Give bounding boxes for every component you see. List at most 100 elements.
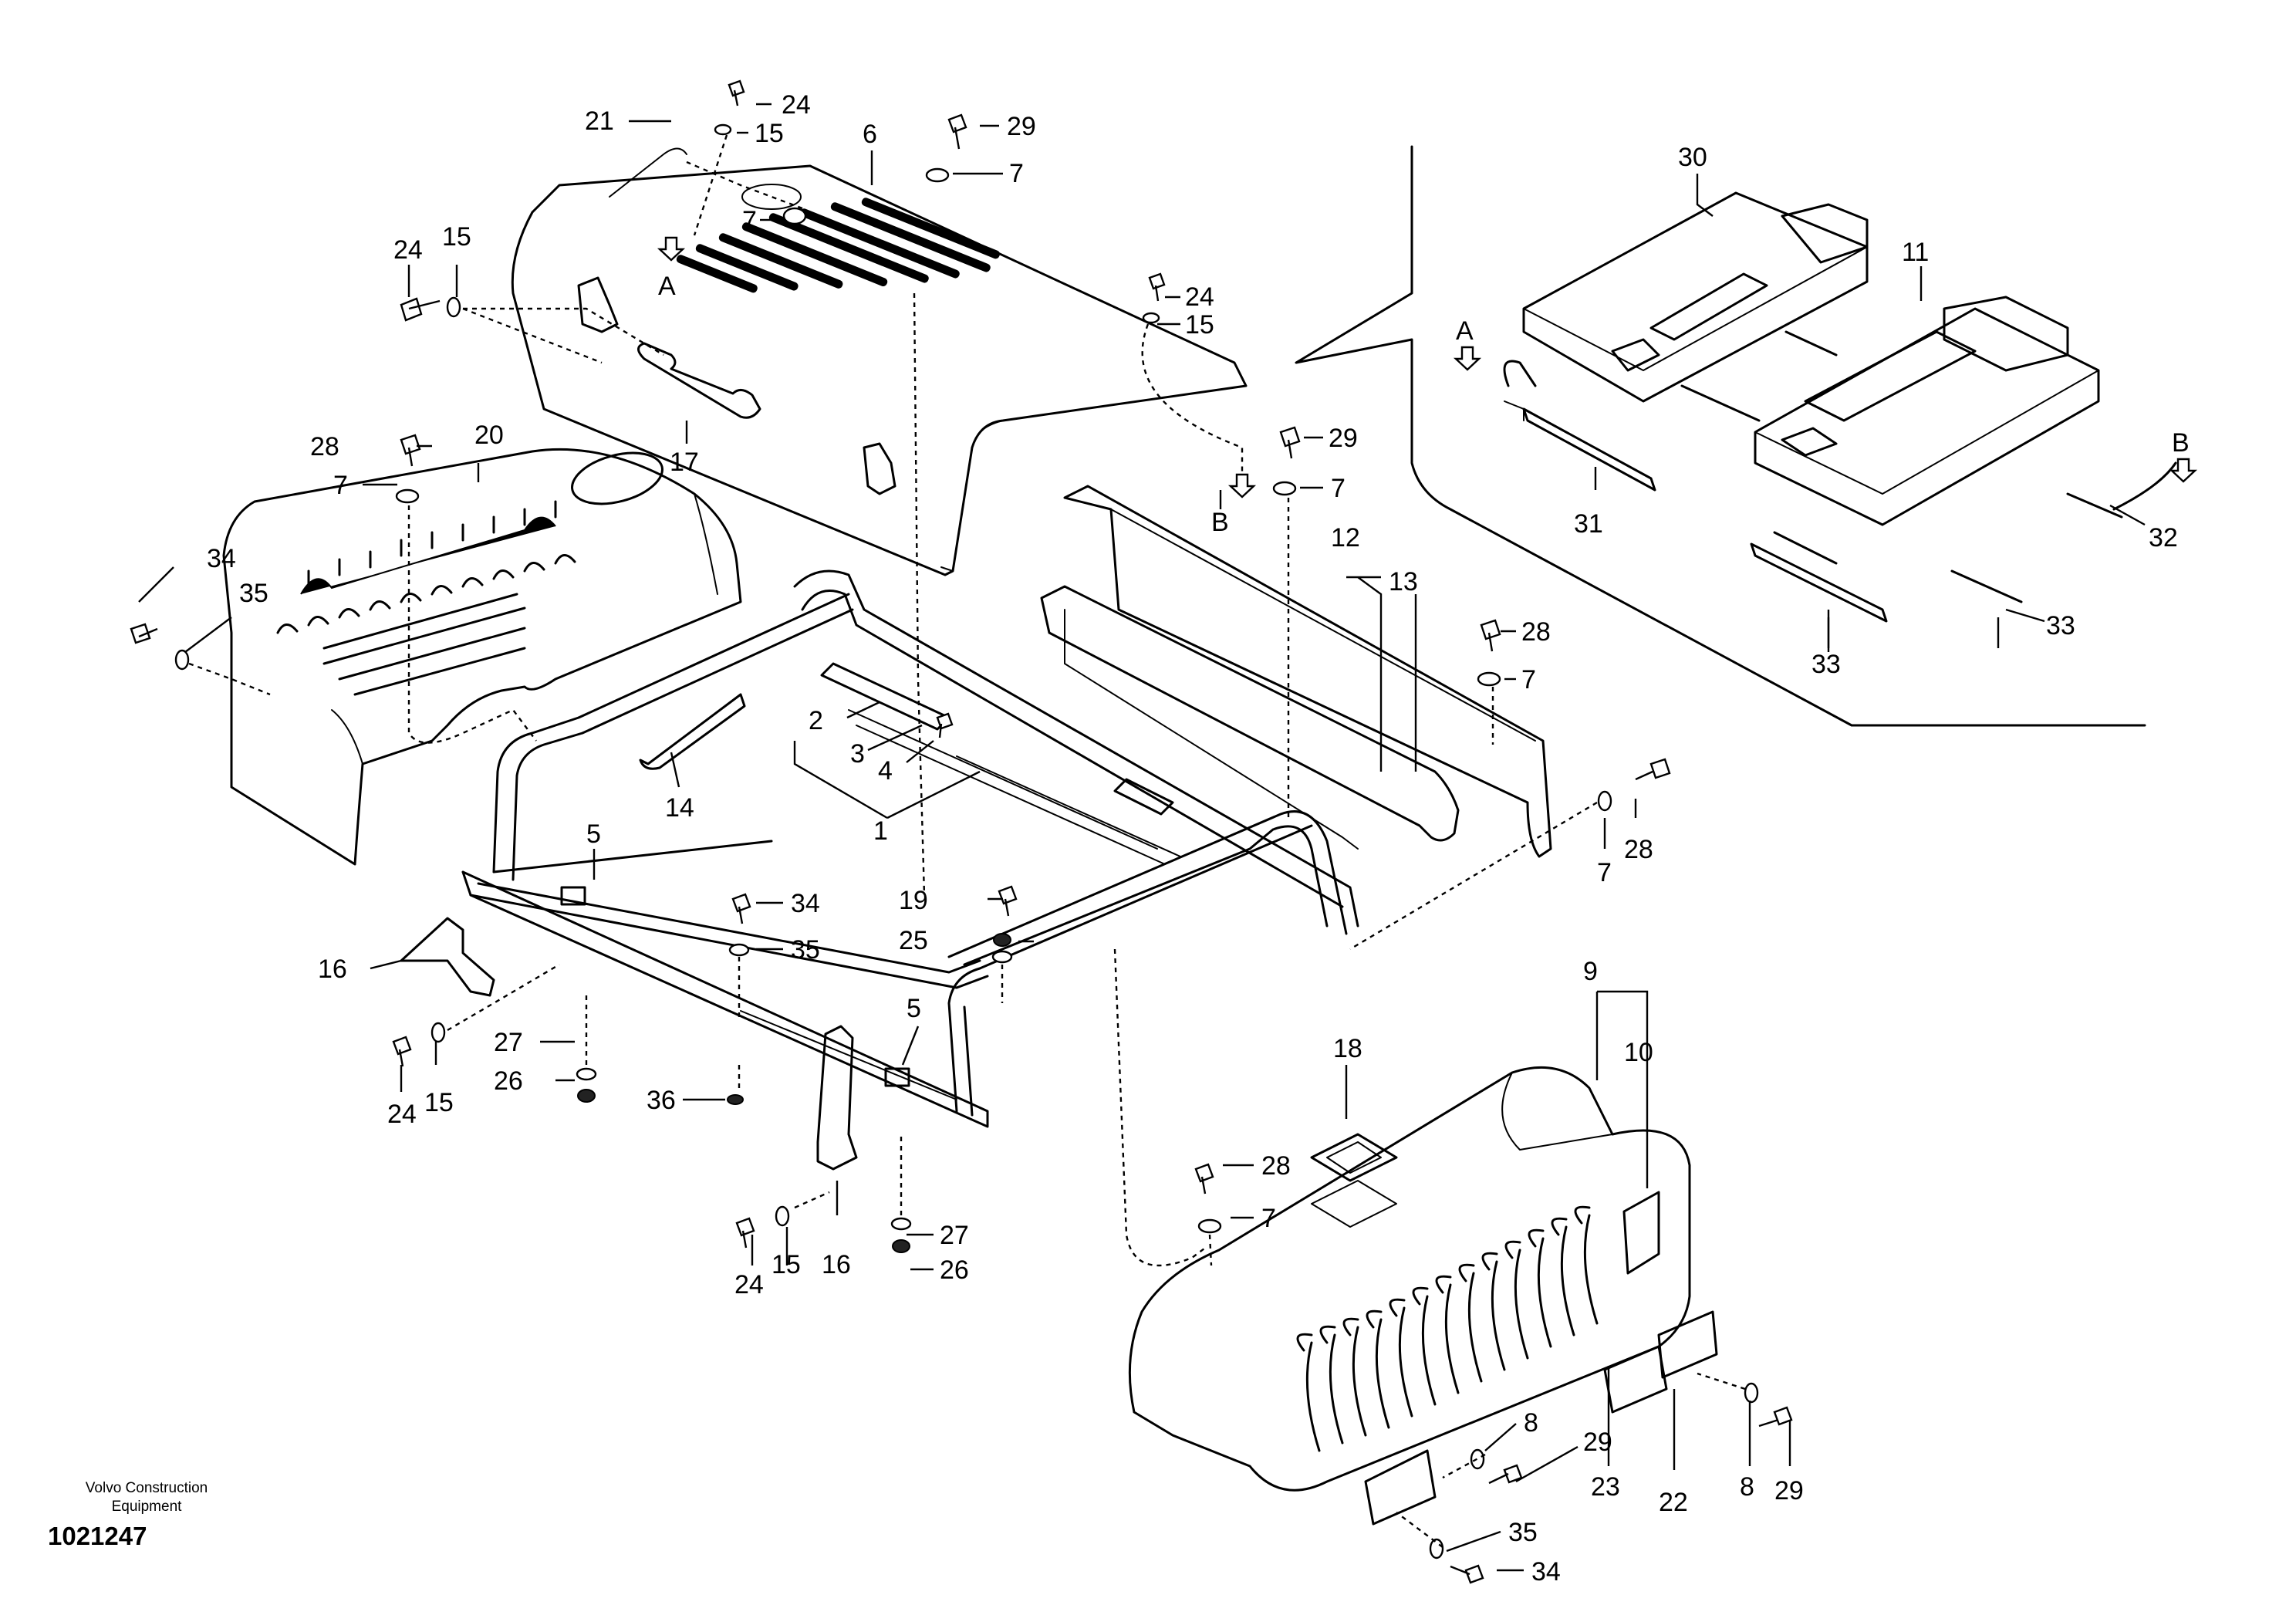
callout-label: 8	[1524, 1408, 1538, 1438]
washer-icon	[991, 950, 1013, 964]
right-side-cover	[1128, 1066, 1718, 1526]
callout-label: 18	[1333, 1034, 1362, 1063]
callout-label: 33	[1811, 650, 1841, 679]
callout-label: 10	[1624, 1038, 1653, 1067]
callout-label: 7	[1521, 665, 1536, 694]
engine-hood-cover	[511, 147, 1248, 576]
washer-icon	[728, 943, 750, 957]
callout-label: 14	[665, 793, 694, 823]
callout-label: 26	[494, 1066, 523, 1096]
washer-icon	[395, 488, 420, 504]
callout-label: 29	[1007, 112, 1036, 141]
callout-label: 21	[585, 106, 614, 136]
washer-icon	[1470, 1448, 1485, 1470]
washer-icon	[1197, 1218, 1222, 1234]
main-frame	[400, 569, 1359, 1171]
bolt-icon	[130, 623, 158, 644]
washer-icon	[892, 1239, 910, 1253]
arrow-a-icon	[657, 236, 686, 262]
callout-label: 29	[1774, 1476, 1804, 1505]
washer-icon	[430, 1022, 446, 1043]
callout-label: 17	[670, 448, 699, 477]
callout-label: A	[658, 272, 676, 301]
callout-label: 25	[899, 926, 928, 955]
callout-label: 23	[1591, 1472, 1620, 1502]
callout-label: 7	[1009, 159, 1024, 188]
callout-label: 8	[1740, 1472, 1754, 1502]
bolt-icon	[936, 712, 954, 738]
bolt-icon	[400, 297, 441, 322]
washer-icon	[1429, 1538, 1444, 1559]
bolt-icon	[947, 113, 967, 150]
washer-icon	[775, 1205, 790, 1227]
washer-icon	[1142, 312, 1160, 324]
arrow-b-icon	[1227, 473, 1257, 498]
washer-icon	[925, 167, 950, 183]
callout-label: 15	[442, 222, 471, 252]
arrow-a-inset-icon	[1453, 346, 1482, 371]
bolt-icon	[1450, 1564, 1484, 1584]
callout-label: 15	[772, 1250, 801, 1279]
hood-vent-slots	[676, 198, 1000, 293]
callout-label: 1	[873, 816, 888, 846]
left-cover-louvers	[276, 500, 576, 696]
callout-label: 32	[2149, 523, 2178, 552]
callout-label: 34	[791, 889, 820, 918]
washer-icon	[577, 1089, 596, 1103]
arrow-b-inset-icon	[2169, 458, 2198, 483]
leader-lines	[138, 103, 2146, 1572]
callout-label: 12	[1331, 523, 1360, 552]
washer-icon	[446, 296, 461, 318]
manufacturer-credit-line1: Volvo Construction	[85, 1480, 208, 1496]
callout-label: 5	[586, 819, 601, 849]
callout-label: 13	[1389, 567, 1418, 596]
callout-label: 15	[424, 1088, 454, 1117]
washer-icon	[576, 1067, 597, 1081]
callout-label: 24	[387, 1100, 417, 1129]
callout-label: 28	[1261, 1151, 1291, 1181]
callout-label: 24	[393, 235, 423, 265]
figure-number: 1021247	[48, 1522, 147, 1550]
callout-label: 22	[1659, 1488, 1688, 1517]
callout-label: A	[1456, 316, 1474, 346]
callout-label: 29	[1583, 1428, 1612, 1457]
bolt-icon	[1635, 758, 1671, 781]
callout-label: 30	[1678, 143, 1707, 172]
callout-label: 24	[782, 90, 811, 120]
callout-label: 16	[318, 955, 347, 984]
callout-label: 35	[791, 935, 820, 965]
callout-label: 26	[940, 1255, 969, 1285]
bolt-icon	[392, 1036, 412, 1067]
bolt-icon	[1480, 619, 1501, 652]
washer-icon	[174, 649, 190, 671]
manufacturer-credit-line2: Equipment	[111, 1499, 182, 1515]
left-side-cover	[222, 448, 742, 866]
callout-label: 24	[734, 1270, 764, 1299]
callout-label: 28	[310, 432, 339, 461]
callout-label: 24	[1185, 282, 1214, 312]
callout-label: 7	[1597, 858, 1612, 887]
washer-icon	[1477, 671, 1501, 687]
callout-label: 34	[207, 544, 236, 573]
detail-inset	[1295, 145, 2177, 727]
bolt-icon	[731, 893, 751, 924]
bolt-icon	[728, 79, 745, 106]
callout-label: 6	[863, 120, 877, 149]
hardware	[130, 79, 1793, 1584]
callout-label: 16	[822, 1250, 851, 1279]
bolt-icon	[1279, 426, 1301, 459]
washer-icon	[1744, 1382, 1759, 1404]
washer-icon	[890, 1217, 912, 1231]
callout-label: 9	[1583, 957, 1598, 986]
callout-label: 20	[474, 421, 504, 450]
callout-label: 35	[1508, 1518, 1538, 1547]
callout-label: 35	[239, 579, 268, 608]
callout-label: 28	[1624, 835, 1653, 864]
callout-label: 31	[1574, 509, 1603, 539]
callout-label: 15	[755, 119, 784, 148]
callout-label: 3	[850, 739, 865, 769]
bolt-icon	[735, 1217, 755, 1249]
callout-label: 7	[1331, 474, 1346, 503]
bolt-icon	[1194, 1163, 1214, 1195]
